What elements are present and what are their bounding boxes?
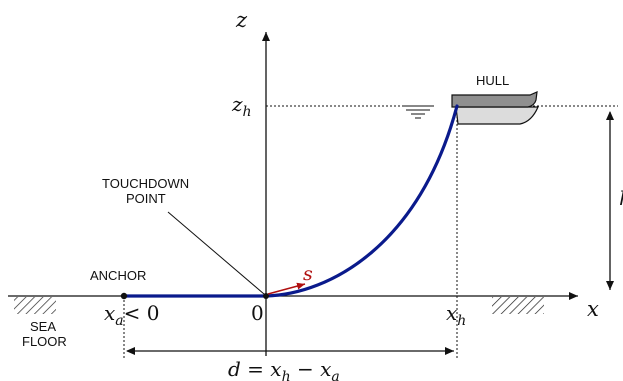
sea-floor-label-line2: FLOOR <box>22 334 67 349</box>
arc-length-label: s <box>303 263 313 285</box>
sea-floor-hatch-left <box>14 297 56 314</box>
sea-floor-label-line1: SEA <box>30 319 56 334</box>
origin-label: 0 <box>251 301 264 325</box>
anchor-label: ANCHOR <box>90 268 146 283</box>
touchdown-point-marker <box>263 293 269 299</box>
hull-label: HULL <box>476 73 509 88</box>
arc-length-arrow <box>267 282 306 295</box>
distance-equation: d = xh − xa <box>228 357 340 381</box>
water-surface-icon <box>402 105 434 119</box>
x-axis-label: x <box>587 297 599 321</box>
sea-floor-hatch-right <box>492 297 544 314</box>
x-h-label: xh <box>446 301 466 329</box>
hull-icon <box>451 91 539 125</box>
height-label-partial: h <box>619 186 623 210</box>
touchdown-label-line1: TOUCHDOWN <box>102 176 189 191</box>
mooring-cable <box>122 104 459 298</box>
touchdown-pointer-line <box>167 211 265 295</box>
z-h-label: zh <box>231 92 252 120</box>
z-axis-label: z <box>235 8 248 32</box>
touchdown-label-line2: POINT <box>126 191 166 206</box>
x-a-label: xa< 0 <box>104 301 159 329</box>
anchor-point <box>120 292 128 300</box>
